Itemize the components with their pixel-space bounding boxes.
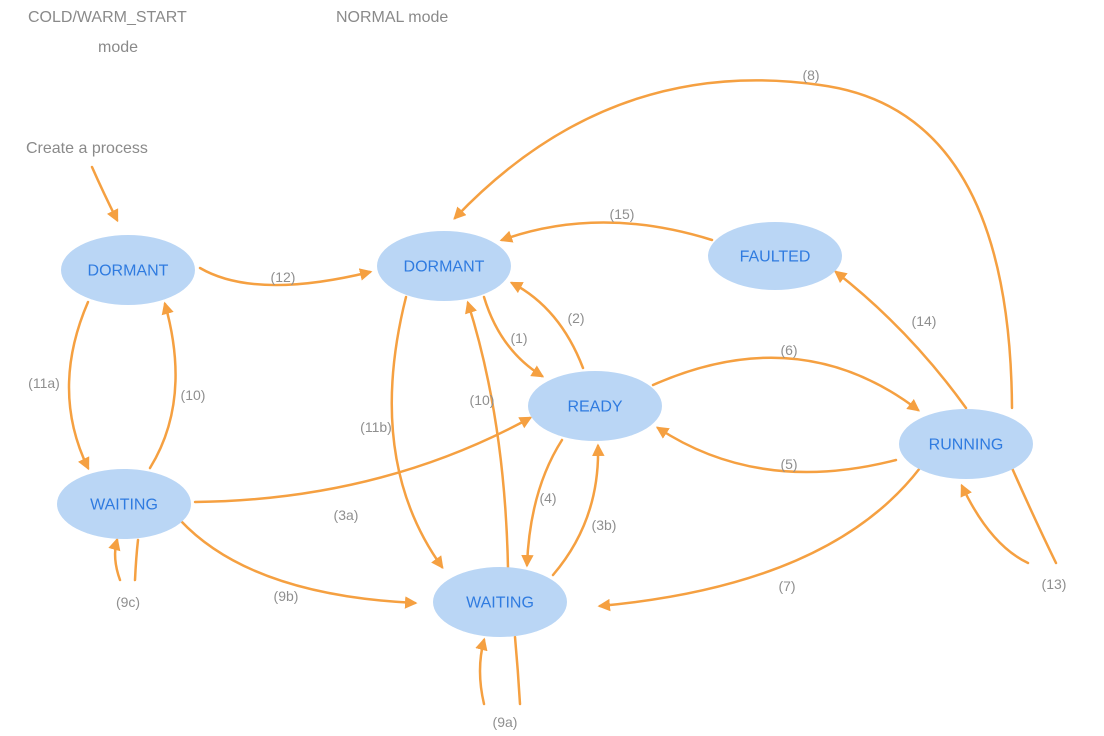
edge-9a-up bbox=[475, 637, 488, 706]
edge-6 bbox=[651, 356, 920, 412]
state-running-shape bbox=[899, 409, 1033, 479]
state-dormant-normal: DORMANT bbox=[377, 231, 511, 301]
state-faulted-label: FAULTED bbox=[740, 249, 811, 266]
edge-8 bbox=[453, 79, 1014, 410]
state-waiting-normal-shape bbox=[433, 567, 567, 637]
transition-labels: (12) (11a) (10) (9c) (3a) (9b) (11b) (10… bbox=[28, 67, 1066, 730]
state-waiting-normal: WAITING bbox=[433, 567, 567, 637]
edge-9b bbox=[178, 518, 418, 609]
label-1: (1) bbox=[510, 330, 527, 346]
state-running-label: RUNNING bbox=[929, 437, 1004, 454]
state-dormant-normal-label: DORMANT bbox=[404, 259, 485, 276]
label-3a: (3a) bbox=[334, 507, 359, 523]
edge-9c-down bbox=[133, 538, 140, 582]
label-14: (14) bbox=[912, 313, 937, 329]
state-waiting-normal-label: WAITING bbox=[466, 595, 534, 612]
edge-2 bbox=[509, 281, 585, 370]
label-3b: (3b) bbox=[592, 517, 617, 533]
edge-1 bbox=[482, 295, 545, 378]
label-13: (13) bbox=[1042, 576, 1067, 592]
edge-11b bbox=[390, 295, 444, 570]
cold-warm-start-mode-title: COLD/WARM_START bbox=[28, 9, 187, 26]
state-running: RUNNING bbox=[899, 409, 1033, 479]
normal-mode-title: NORMAL mode bbox=[336, 9, 448, 26]
edge-13-down bbox=[1010, 466, 1058, 565]
edge-9c-up bbox=[108, 537, 122, 582]
edge-create bbox=[90, 165, 119, 223]
edge-12 bbox=[198, 266, 373, 287]
label-6: (6) bbox=[780, 342, 797, 358]
label-10-normal: (10) bbox=[470, 392, 495, 408]
label-11b: (11b) bbox=[360, 419, 392, 435]
state-ready-shape bbox=[528, 371, 662, 441]
label-5: (5) bbox=[780, 456, 797, 472]
label-9c: (9c) bbox=[116, 594, 140, 610]
state-dormant-normal-shape bbox=[377, 231, 511, 301]
state-faulted: FAULTED bbox=[708, 222, 842, 290]
state-ready: READY bbox=[528, 371, 662, 441]
cold-warm-start-mode-subtitle: mode bbox=[98, 39, 138, 56]
label-9a: (9a) bbox=[493, 714, 518, 730]
state-dormant-start-label: DORMANT bbox=[88, 263, 169, 280]
state-waiting-start-label: WAITING bbox=[90, 497, 158, 514]
label-4: (4) bbox=[539, 490, 556, 506]
edge-5 bbox=[655, 426, 898, 474]
edge-10-normal bbox=[465, 300, 510, 570]
state-dormant-start: DORMANT bbox=[61, 235, 195, 305]
label-11a: (11a) bbox=[28, 375, 60, 391]
edge-13-up bbox=[960, 483, 1030, 565]
edge-7 bbox=[597, 466, 922, 612]
label-15: (15) bbox=[610, 206, 635, 222]
edge-3a bbox=[193, 416, 533, 504]
edge-11a bbox=[67, 300, 90, 471]
edge-10-start bbox=[148, 301, 177, 470]
transition-edges bbox=[67, 79, 1058, 706]
edge-14 bbox=[834, 270, 968, 410]
create-process-label: Create a process bbox=[26, 140, 148, 157]
edge-4 bbox=[521, 438, 564, 568]
edge-15 bbox=[499, 221, 714, 243]
label-7: (7) bbox=[778, 578, 795, 594]
state-faulted-shape bbox=[708, 222, 842, 290]
state-waiting-start-shape bbox=[57, 469, 191, 539]
state-ready-label: READY bbox=[567, 399, 622, 416]
label-8: (8) bbox=[802, 67, 819, 83]
label-9b: (9b) bbox=[274, 588, 299, 604]
state-dormant-start-shape bbox=[61, 235, 195, 305]
label-2: (2) bbox=[567, 310, 584, 326]
label-10-start: (10) bbox=[181, 387, 206, 403]
edge-9a-down bbox=[513, 635, 522, 706]
edge-3b bbox=[551, 443, 605, 577]
state-waiting-start: WAITING bbox=[57, 469, 191, 539]
label-12: (12) bbox=[271, 269, 296, 285]
